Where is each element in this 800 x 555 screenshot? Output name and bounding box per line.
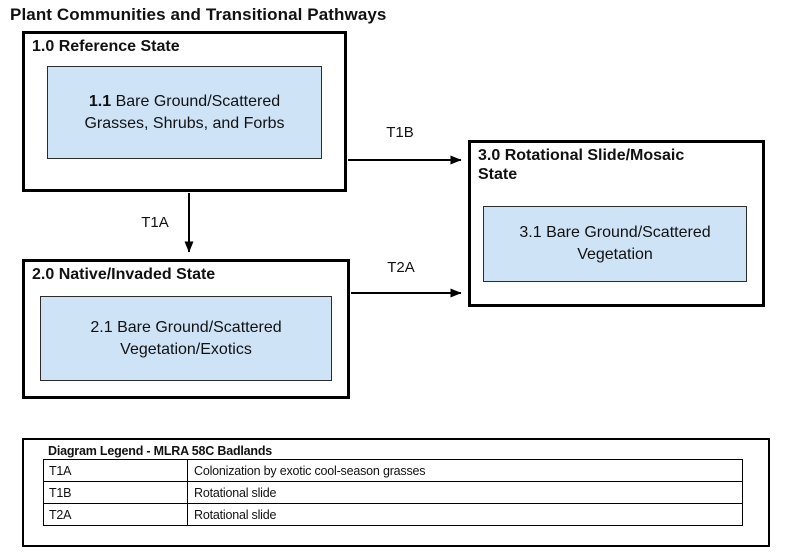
community-text-line1: Bare Ground/Scattered (117, 318, 282, 336)
diagram-title: Plant Communities and Transitional Pathw… (10, 5, 387, 24)
legend-row: T1B Rotational slide (43, 481, 743, 504)
community-box-1-1: 1.1 Bare Ground/Scattered Grasses, Shrub… (47, 66, 322, 159)
transition-label-t2a: T2A (387, 259, 415, 276)
legend-header: Diagram Legend - MLRA 58C Badlands (48, 444, 273, 458)
community-text-line2: Vegetation (577, 246, 653, 263)
state-title-reference: 1.0 Reference State (32, 38, 180, 55)
community-text-line2: Vegetation/Exotics (120, 340, 252, 358)
legend-row: T2A Rotational slide (43, 503, 743, 526)
legend-row: T1A Colonization by exotic cool-season g… (43, 459, 743, 482)
state-box-reference: 1.0 Reference State 1.1 Bare Ground/Scat… (22, 31, 347, 192)
community-text-line2: Grasses, Shrubs, and Forbs (84, 114, 285, 132)
community-box-3-1: 3.1 Bare Ground/Scattered Vegetation (483, 206, 747, 282)
transition-label-t1b: T1B (386, 124, 414, 141)
legend-code: T1B (43, 481, 188, 504)
state-title-rotational-slide: 3.0 Rotational Slide/Mosaic State (478, 147, 685, 183)
state-box-native-invaded: 2.0 Native/Invaded State 2.1 Bare Ground… (22, 259, 350, 399)
community-text-line1: Bare Ground/Scattered (546, 224, 711, 241)
legend-description: Rotational slide (187, 481, 743, 504)
legend-box: Diagram Legend - MLRA 58C Badlands T1A C… (22, 438, 770, 547)
state-title-native-invaded: 2.0 Native/Invaded State (32, 266, 216, 283)
legend-code: T2A (43, 503, 188, 526)
community-number: 3.1 (519, 224, 542, 241)
legend-code: T1A (43, 459, 188, 482)
legend-description: Rotational slide (187, 503, 743, 526)
transition-label-t1a: T1A (141, 214, 169, 231)
community-text-line1: Bare Ground/Scattered (115, 92, 281, 110)
state-box-rotational-slide: 3.0 Rotational Slide/Mosaic State 3.1 Ba… (468, 140, 765, 307)
community-box-2-1: 2.1 Bare Ground/Scattered Vegetation/Exo… (40, 296, 332, 381)
community-number: 2.1 (90, 318, 113, 336)
legend-description: Colonization by exotic cool-season grass… (187, 459, 743, 482)
legend-table: T1A Colonization by exotic cool-season g… (43, 459, 743, 526)
community-number: 1.1 (88, 92, 112, 110)
